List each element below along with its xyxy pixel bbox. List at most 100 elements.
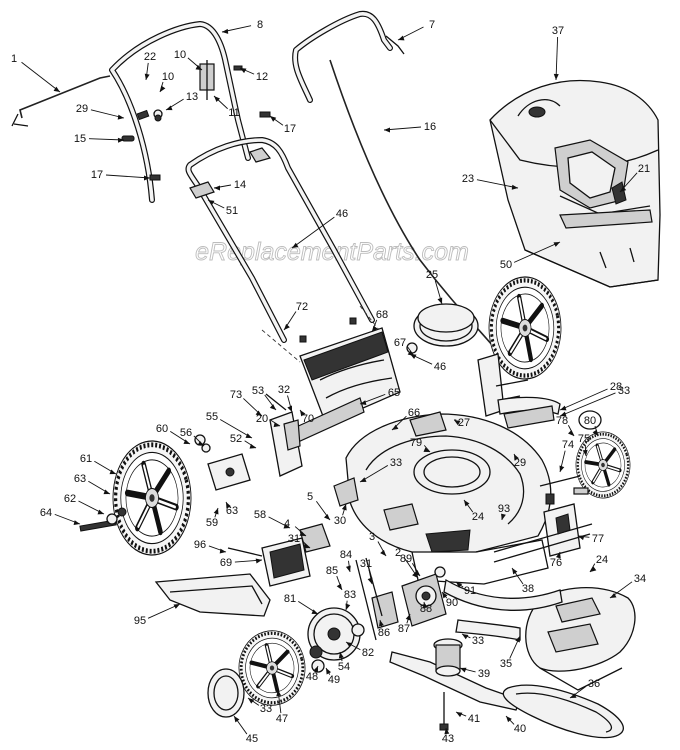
callout-number: 48 xyxy=(306,671,318,683)
callout-leader xyxy=(21,61,61,93)
callout-arrowhead xyxy=(454,420,461,426)
callout-arrowhead xyxy=(283,523,290,529)
callout-arrowhead xyxy=(303,543,310,549)
callout-arrowhead xyxy=(407,350,414,356)
callout-arrowhead xyxy=(456,712,463,718)
callout-number: 33 xyxy=(472,635,484,647)
callout-number: 75 xyxy=(578,433,590,445)
callout-number: 47 xyxy=(276,713,288,725)
callout-46a: 46 xyxy=(291,208,348,249)
callout-81: 81 xyxy=(284,593,319,615)
callout-41: 41 xyxy=(455,711,480,725)
callout-arrowhead xyxy=(567,429,574,436)
callout-number: 49 xyxy=(328,674,340,686)
callout-69: 69 xyxy=(220,557,263,569)
callout-arrowhead xyxy=(345,565,351,572)
callout-leader xyxy=(383,126,422,131)
callout-arrowhead xyxy=(398,35,405,41)
callout-33a: 33 xyxy=(359,457,402,483)
callout-65: 65 xyxy=(359,387,400,406)
callout-arrowhead xyxy=(442,592,448,599)
callout-20: 20 xyxy=(256,413,281,428)
drive-belt xyxy=(502,684,624,739)
callout-arrowhead xyxy=(300,410,306,417)
callout-number: 21 xyxy=(638,163,650,175)
callout-arrowhead xyxy=(422,602,428,609)
callout-28: 28 xyxy=(559,381,622,411)
callout-59: 59 xyxy=(206,507,219,529)
callout-33d: 33 xyxy=(461,633,484,647)
callout-arrowhead xyxy=(255,410,262,416)
callout-number: 27 xyxy=(458,417,470,429)
callout-arrowhead xyxy=(226,502,231,509)
callout-arrowhead xyxy=(384,127,390,133)
callout-number: 31 xyxy=(288,533,300,545)
callout-arrowhead xyxy=(392,424,399,430)
callout-arrowhead xyxy=(173,604,180,609)
callout-77: 77 xyxy=(577,533,604,545)
callout-arrowhead xyxy=(287,405,292,412)
callout-number: 88 xyxy=(420,603,432,615)
callout-arrowhead xyxy=(515,636,520,643)
callout-82: 82 xyxy=(345,641,374,659)
callout-36: 36 xyxy=(569,678,600,699)
callout-number: 70 xyxy=(302,413,314,425)
callout-8: 8 xyxy=(221,19,263,34)
callout-leader xyxy=(559,388,608,411)
callout-arrowhead xyxy=(214,185,220,191)
wheel-cap xyxy=(207,668,245,718)
callout-46b: 46 xyxy=(409,353,446,373)
callout-1: 1 xyxy=(11,53,61,93)
callout-arrowhead xyxy=(462,634,469,640)
callout-74: 74 xyxy=(559,439,574,473)
callout-56: 56 xyxy=(180,427,205,447)
callout-12: 12 xyxy=(239,67,268,83)
blade xyxy=(389,638,521,731)
callout-arrowhead xyxy=(367,577,373,584)
callout-76: 76 xyxy=(550,551,562,569)
callout-83: 83 xyxy=(344,589,356,611)
callout-number: 22 xyxy=(144,51,156,63)
callout-31b: 31 xyxy=(360,558,373,585)
callout-number: 87 xyxy=(398,623,410,635)
callout-number: 11 xyxy=(228,107,239,119)
callout-58: 58 xyxy=(254,509,291,529)
callout-80-circle xyxy=(578,410,602,430)
callout-number: 89 xyxy=(400,553,412,565)
callout-number: 67 xyxy=(394,337,406,349)
callout-27: 27 xyxy=(453,417,470,429)
callout-leader xyxy=(589,563,596,573)
callout-79: 79 xyxy=(410,437,431,453)
callout-arrowhead xyxy=(559,465,565,472)
callout-number: 29 xyxy=(76,103,88,115)
callout-number: 23 xyxy=(462,173,474,185)
callout-leader xyxy=(219,419,253,439)
callout-number: 58 xyxy=(254,509,266,521)
callout-layer: 1234578101011121314151617172021222324242… xyxy=(11,19,650,745)
callout-63a: 63 xyxy=(74,473,111,495)
callout-number: 68 xyxy=(376,309,388,321)
callout-47: 47 xyxy=(276,689,288,725)
callout-number: 10 xyxy=(162,71,174,83)
callout-arrowhead xyxy=(506,716,512,723)
callout-arrowhead xyxy=(464,500,470,507)
callout-arrowhead xyxy=(345,603,351,610)
callout-arrowhead xyxy=(144,175,150,181)
callout-11: 11 xyxy=(213,95,240,119)
callout-arrowhead xyxy=(255,558,262,564)
callout-leader xyxy=(513,241,561,263)
callout-number: 83 xyxy=(344,589,356,601)
callout-arrowhead xyxy=(208,200,215,206)
callout-55: 55 xyxy=(206,411,253,439)
callout-64: 64 xyxy=(40,507,81,526)
callout-14: 14 xyxy=(213,179,246,191)
callout-arrowhead xyxy=(336,583,342,590)
callout-15: 15 xyxy=(74,133,125,145)
callout-number: 24 xyxy=(472,511,484,523)
callout-arrowhead xyxy=(610,592,617,598)
side-discharge-chute xyxy=(154,573,271,617)
callout-number: 74 xyxy=(562,439,574,451)
callout-number: 40 xyxy=(514,723,526,735)
callout-arrowhead xyxy=(222,28,229,34)
callout-number: 43 xyxy=(442,733,454,745)
